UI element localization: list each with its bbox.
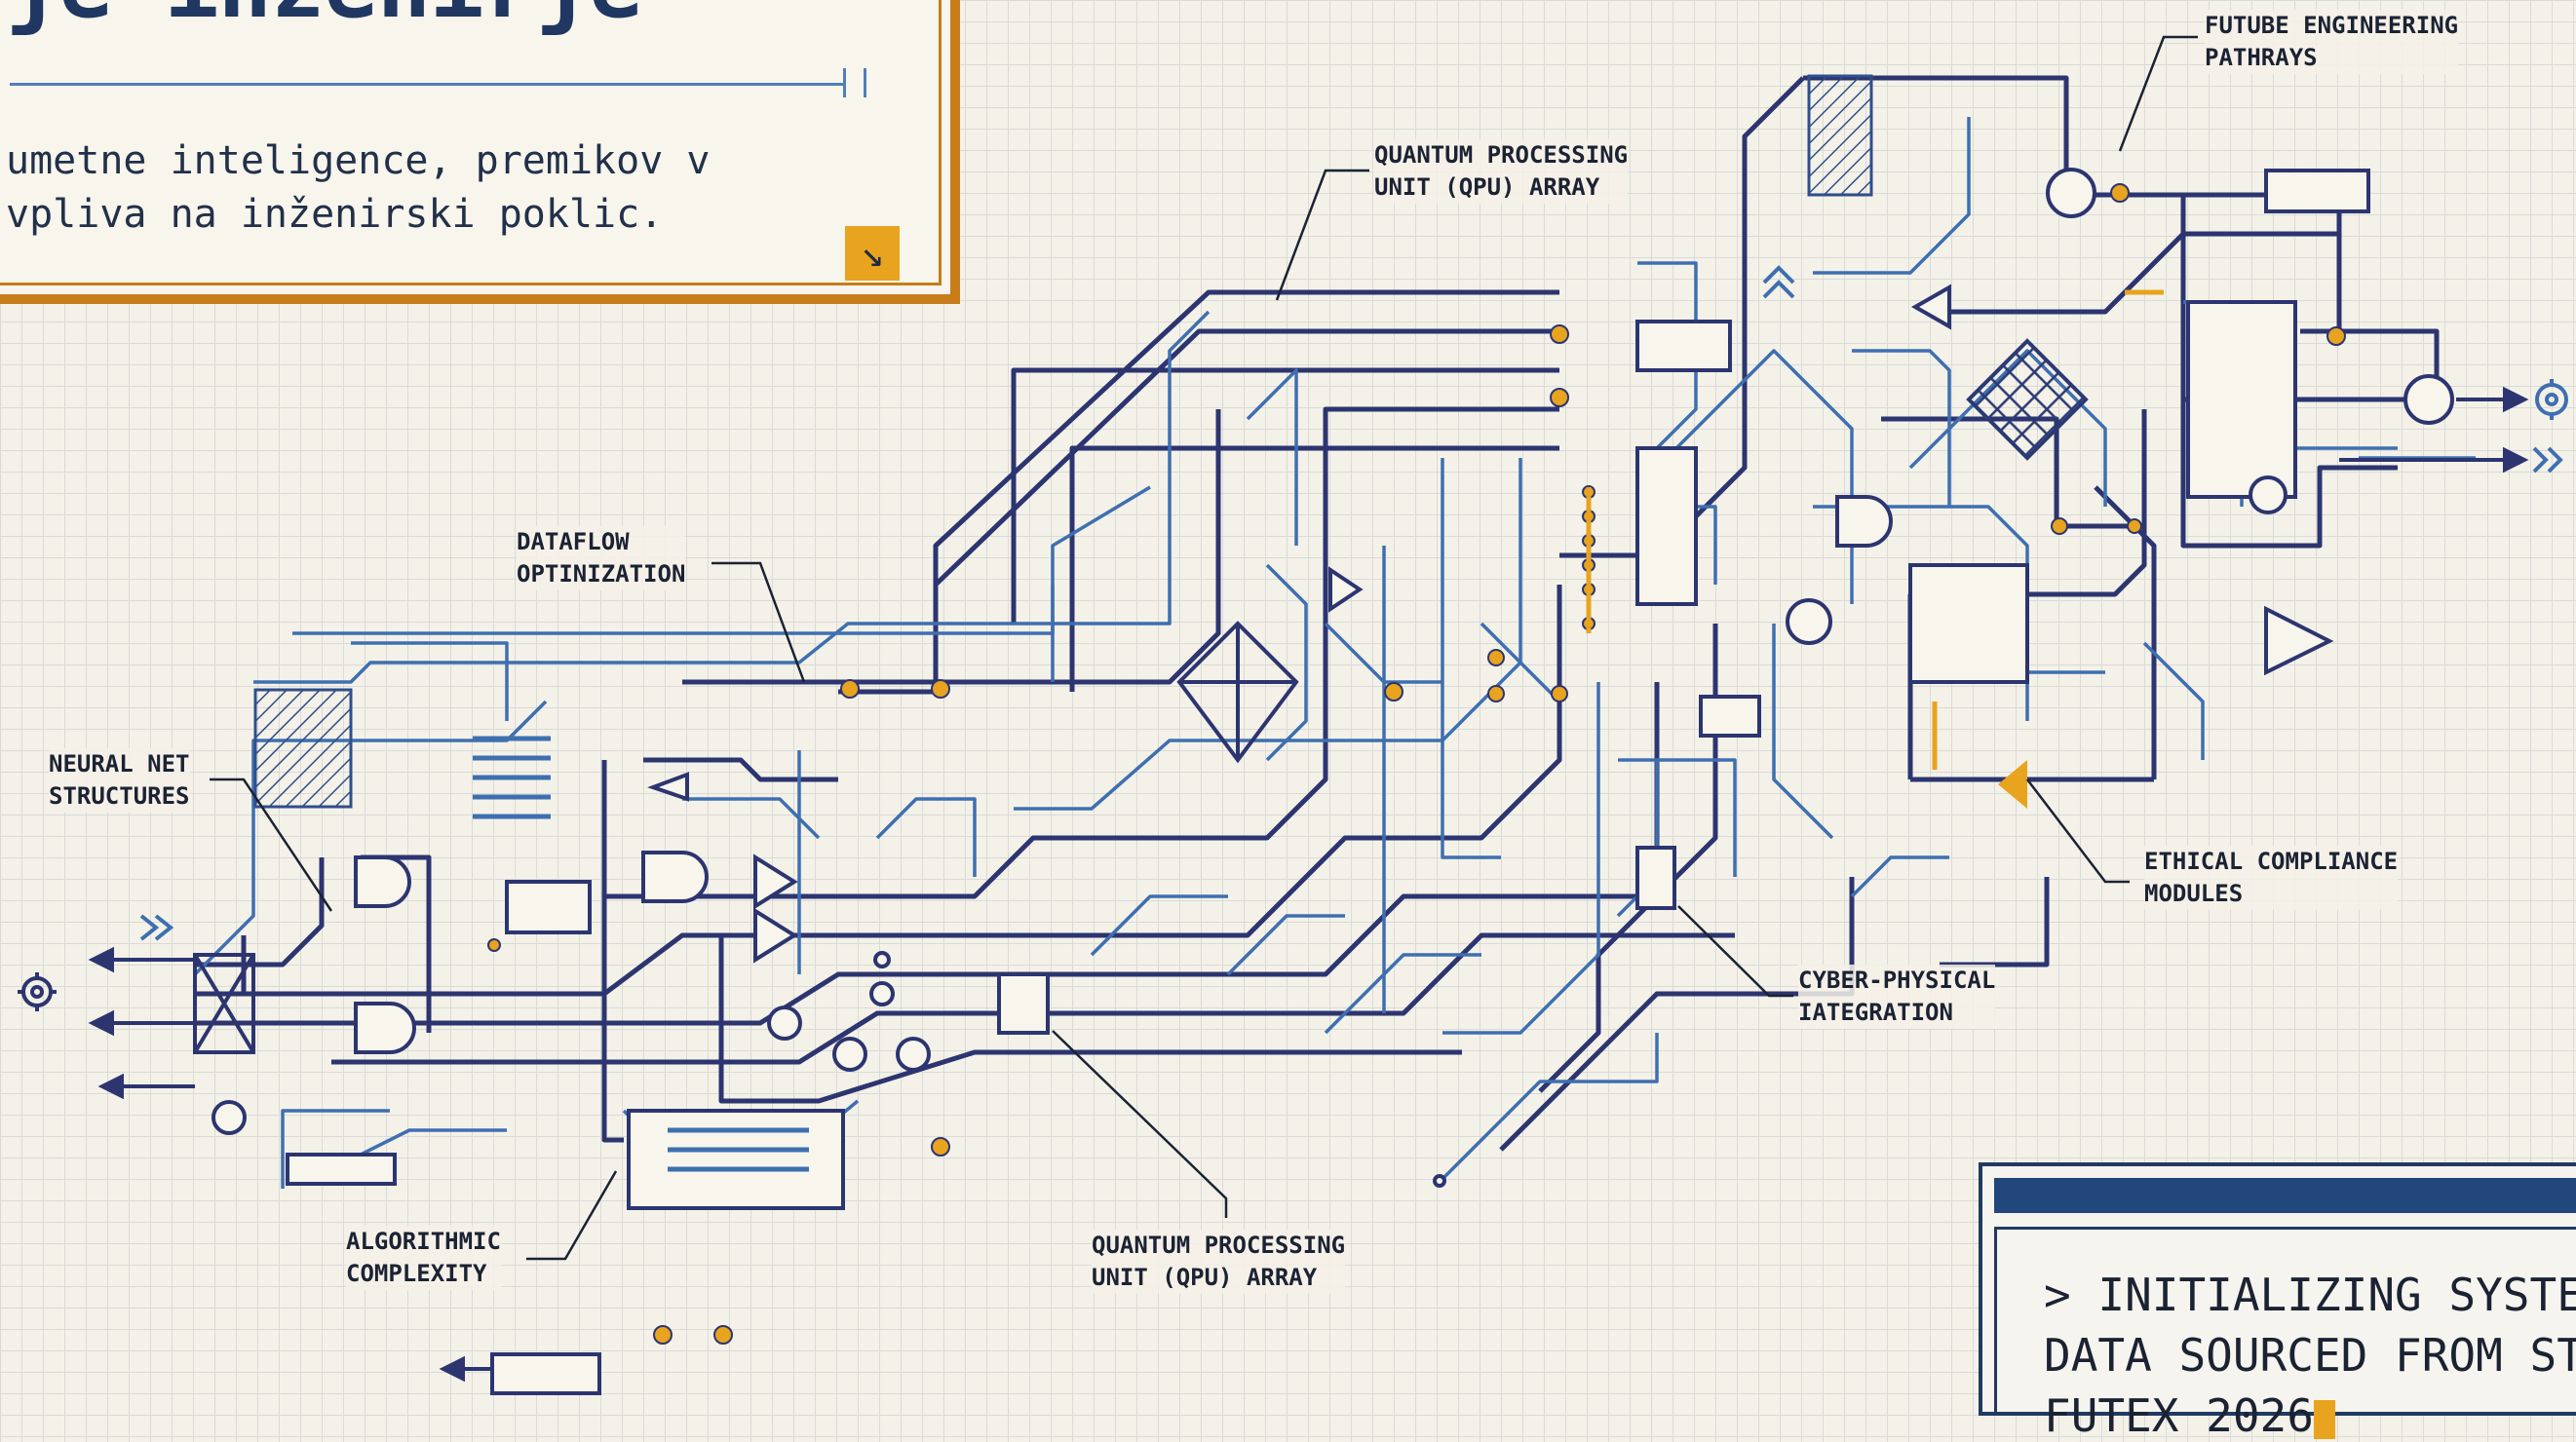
- orange-accent-traces: [1586, 289, 2164, 809]
- buffer-triangle-5: [1910, 284, 1951, 330]
- component-box-1: [505, 880, 592, 934]
- buffer-triangle-4: [1328, 566, 1364, 613]
- mesh-diamond: [1966, 338, 2089, 461]
- console-line-2: DATA SOURCED FROM STA: [2044, 1329, 2576, 1382]
- buffer-triangle-7: [2264, 605, 2334, 676]
- console-body: > INITIALIZING SYSTEM DATA SOURCED FROM …: [1994, 1227, 2576, 1442]
- hatched-block-left: [253, 688, 353, 809]
- callout-qpu-array-top: QUANTUM PROCESSING UNIT (QPU) ARRAY: [1374, 139, 1629, 204]
- buffer-triangle-2: [753, 907, 798, 964]
- component-box-12: [1908, 563, 2029, 684]
- console-line-1: > INITIALIZING SYSTEM: [2044, 1269, 2576, 1321]
- chevron-glyphs: [139, 265, 2563, 941]
- crossed-diamond-center: [1176, 621, 1299, 764]
- and-gate-2: [354, 1002, 416, 1054]
- title-description: umetne inteligence, premikov v vpliva na…: [6, 134, 710, 242]
- description-line-2: vpliva na inženirski poklic.: [6, 192, 664, 237]
- component-box-3: [1635, 320, 1732, 372]
- callout-qpu-array-bottom: QUANTUM PROCESSING UNIT (QPU) ARRAY: [1092, 1230, 1346, 1294]
- crossed-box-left: [193, 953, 255, 1054]
- buffer-triangle-1: [753, 854, 798, 910]
- component-box-9: [627, 1109, 845, 1210]
- title-rule-end: [843, 68, 866, 97]
- hollow-nodes: [211, 168, 2454, 1188]
- component-box-2: [997, 972, 1050, 1035]
- callout-cyber-physical-integration: CYBER-PHYSICAL IATEGRATION: [1798, 965, 1996, 1029]
- and-gate-3: [641, 851, 709, 903]
- component-box-10: [2186, 300, 2297, 499]
- component-box-8: [286, 1153, 397, 1186]
- logic-components: [286, 169, 2370, 1395]
- gear-icon-left: [18, 972, 57, 1011]
- and-gate-4: [1835, 495, 1893, 548]
- stripe-glyphs: [473, 736, 809, 1172]
- arrow-down-right-icon[interactable]: ↘: [845, 226, 900, 281]
- circuit-blueprint-diagram: [18, 35, 2568, 1395]
- console-line-3: FUTEX 2026: [2044, 1389, 2335, 1442]
- callout-neural-net-structures: NEURAL NET STRUCTURES: [49, 748, 190, 813]
- console-panel: > INITIALIZING SYSTEM DATA SOURCED FROM …: [1979, 1162, 2576, 1442]
- title-card: je inženirje umetne inteligence, premiko…: [0, 0, 960, 304]
- callout-future-engineering-pathways: FUTUBE ENGINEERING PATHRAYS: [2205, 10, 2459, 74]
- trace-group-navy: [195, 75, 2440, 1152]
- component-box-7: [490, 1352, 601, 1395]
- component-box-4: [1699, 695, 1761, 738]
- component-box-6: [2264, 169, 2370, 213]
- and-gate-1: [354, 855, 411, 908]
- console-line-3-text: FUTEX 2026: [2044, 1389, 2314, 1442]
- signal-arrows: [88, 386, 2529, 1383]
- cursor-block: [2313, 1399, 2335, 1439]
- hatched-block-top: [1807, 74, 1873, 197]
- callout-leaders: [210, 35, 2198, 1261]
- gear-icon-right: [2535, 379, 2568, 420]
- title-rule: [10, 83, 846, 86]
- description-line-1: umetne inteligence, premikov v: [6, 138, 711, 183]
- page-title: je inženirje: [6, 0, 643, 38]
- component-box-11: [1635, 446, 1698, 606]
- callout-dataflow-optimization: DATAFLOW OPTINIZATION: [517, 526, 686, 590]
- console-title-bar: [1994, 1178, 2576, 1213]
- callout-algorithmic-complexity: ALGORITHMIC COMPLEXITY: [346, 1226, 501, 1290]
- component-box-5: [1635, 846, 1676, 910]
- callout-ethical-compliance-modules: ETHICAL COMPLIANCE MODULES: [2144, 846, 2399, 910]
- buffer-triangle-3: [647, 772, 689, 802]
